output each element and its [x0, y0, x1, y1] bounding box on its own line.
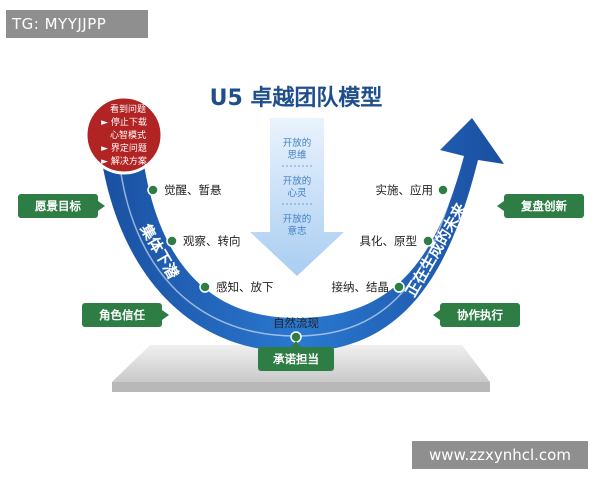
- base-platform-edge: [112, 382, 490, 392]
- bottom-node-dot: [290, 331, 302, 343]
- down-arrow: [250, 118, 344, 276]
- bubble-item-2: 心智模式: [110, 129, 146, 141]
- right-node-dot-1: [422, 235, 434, 247]
- green-box-left-top-label: 愿景目标: [35, 199, 81, 213]
- left-node-dot-2: [199, 281, 211, 293]
- green-box-left-bottom: 角色信任: [82, 303, 169, 327]
- down-text-0b: 思维: [287, 149, 307, 161]
- green-box-right-bottom-label: 协作执行: [457, 308, 503, 322]
- right-node-2: 接纳、结晶: [332, 280, 390, 294]
- watermark-top: TG: MYYJJPP: [6, 10, 148, 38]
- right-node-dot-0: [437, 184, 449, 196]
- down-text-0a: 开放的: [283, 137, 312, 149]
- right-band-text: 正在生成的未来: [402, 199, 471, 300]
- left-node-0: 觉醒、暂悬: [164, 183, 222, 197]
- green-box-right-top: 复盘创新: [497, 194, 584, 218]
- bubble-item-0: 看到问题: [110, 103, 146, 115]
- down-text-1b: 心灵: [287, 188, 307, 199]
- down-text-1a: 开放的: [283, 175, 312, 187]
- green-box-bottom-label: 承诺担当: [272, 352, 319, 366]
- watermark-bottom: www.zzxynhcl.com: [412, 441, 588, 469]
- green-box-left-top: 愿景目标: [18, 194, 105, 218]
- green-box-left-bottom-label: 角色信任: [99, 308, 145, 322]
- right-node-0: 实施、应用: [376, 183, 434, 197]
- left-node-dot-1: [166, 235, 178, 247]
- green-box-bottom: 承诺担当: [258, 341, 334, 371]
- right-node-dot-2: [393, 281, 405, 293]
- green-box-right-top-label: 复盘创新: [520, 199, 567, 213]
- left-node-1: 观察、转向: [183, 234, 241, 248]
- bubble-item-4: ► 解决方案: [101, 155, 147, 167]
- red-bubble: [84, 95, 164, 175]
- green-box-right-bottom: 协作执行: [433, 303, 520, 327]
- down-text-2b: 意志: [287, 225, 306, 237]
- left-node-2: 感知、放下: [216, 280, 274, 294]
- down-text-2a: 开放的: [283, 213, 312, 225]
- bubble-item-3: ► 界定问题: [101, 142, 147, 154]
- left-node-dot-0: [147, 184, 159, 196]
- u-curve-band: [98, 118, 504, 352]
- right-node-1: 具化、原型: [360, 234, 418, 248]
- bottom-node: 自然流现: [273, 316, 319, 330]
- diagram-title: U5 卓越团队模型: [210, 86, 383, 111]
- bubble-item-1: ► 停止下载: [101, 116, 147, 128]
